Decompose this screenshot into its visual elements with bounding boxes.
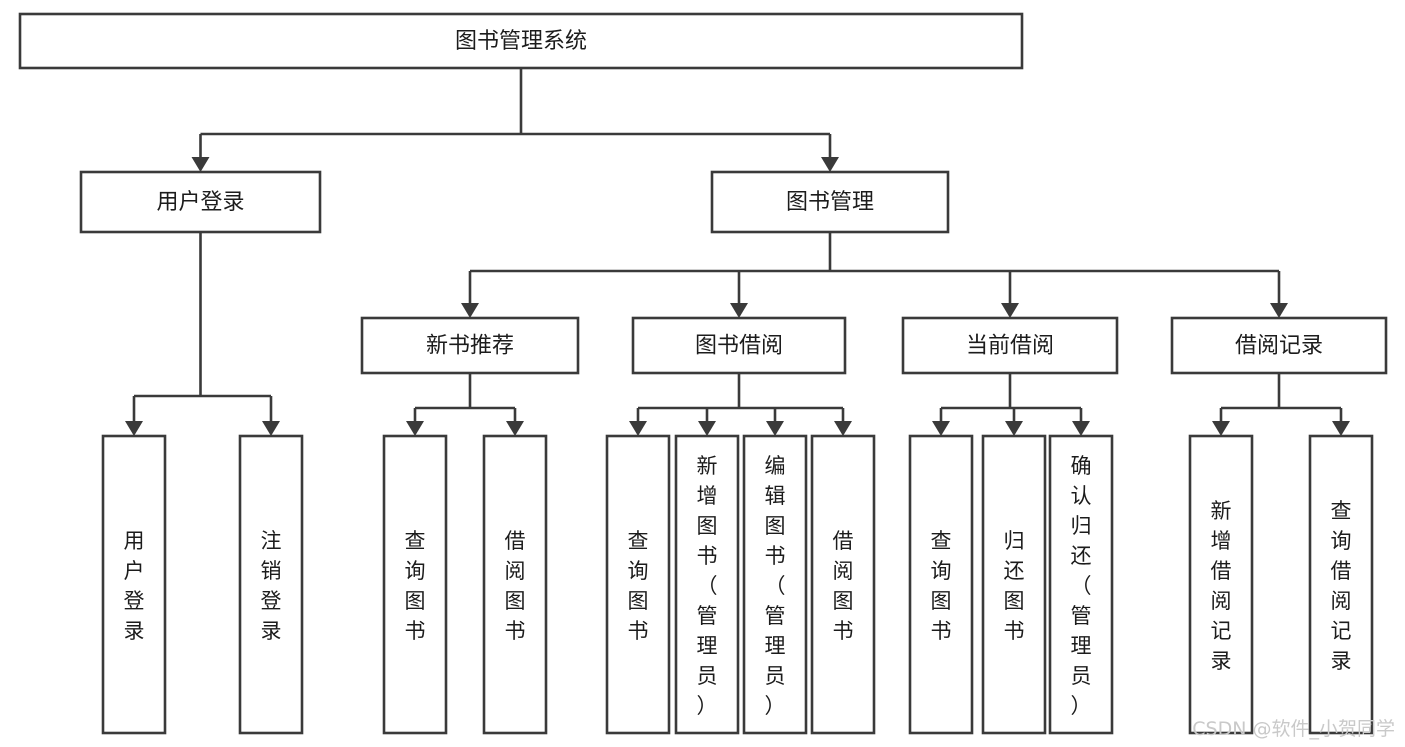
- node-box: [238, 434, 304, 735]
- node-leaf-2[interactable]: 查询图书: [382, 434, 448, 735]
- node-leaf-8[interactable]: 查询图书: [908, 434, 974, 735]
- node-root[interactable]: 图书管理系统: [18, 12, 1024, 70]
- node-leaf-5[interactable]: 新增图书（管理员）: [674, 434, 740, 735]
- node-label: 新增借阅记录: [1211, 499, 1232, 673]
- node-leaf-6[interactable]: 编辑图书（管理员）: [742, 434, 808, 735]
- arrow-head-icon: [1005, 421, 1023, 436]
- node-leaf-11[interactable]: 新增借阅记录: [1188, 434, 1254, 735]
- node-box: [674, 434, 740, 735]
- node-box: [1048, 434, 1114, 735]
- node-level3-1[interactable]: 图书借阅: [631, 316, 847, 375]
- node-leaf-12[interactable]: 查询借阅记录: [1308, 434, 1374, 735]
- node-box: [101, 434, 167, 735]
- arrow-head-icon: [406, 421, 424, 436]
- node-leaf-7[interactable]: 借阅图书: [810, 434, 876, 735]
- node-leaf-9[interactable]: 归还图书: [981, 434, 1047, 735]
- csdn-watermark: CSDN @软件_小贺同学: [1192, 718, 1395, 740]
- node-label: 注销登录: [261, 529, 282, 643]
- node-label: 图书管理: [786, 190, 874, 215]
- node-box: [605, 434, 671, 735]
- arrow-head-icon: [821, 157, 839, 172]
- node-box: [360, 316, 580, 375]
- node-box: [901, 316, 1119, 375]
- node-level3-0[interactable]: 新书推荐: [360, 316, 580, 375]
- arrow-head-icon: [1072, 421, 1090, 436]
- node-label: 用户登录: [156, 190, 244, 215]
- node-box: [382, 434, 448, 735]
- arrow-head-icon: [125, 421, 143, 436]
- node-label: 查询借阅记录: [1331, 499, 1352, 673]
- arrow-head-icon: [191, 157, 210, 172]
- node-label: 新书推荐: [426, 334, 514, 359]
- arrow-head-icon: [629, 421, 647, 436]
- node-label: 用户登录: [124, 529, 145, 643]
- node-box: [810, 434, 876, 735]
- arrow-head-icon: [1212, 421, 1230, 436]
- arrow-head-icon: [1332, 421, 1350, 436]
- node-label: 新增图书（管理员）: [697, 454, 718, 718]
- node-label: 图书借阅: [695, 334, 783, 359]
- node-label: 查询图书: [628, 529, 649, 643]
- arrow-head-icon: [834, 421, 852, 436]
- arrow-head-icon: [698, 421, 716, 436]
- node-label: 当前借阅: [966, 334, 1054, 359]
- arrow-head-icon: [932, 421, 950, 436]
- node-level2-1[interactable]: 图书管理: [710, 170, 950, 234]
- node-box: [1308, 434, 1374, 735]
- node-box: [742, 434, 808, 735]
- node-label: 借阅记录: [1235, 334, 1323, 359]
- node-box: [1188, 434, 1254, 735]
- node-level3-3[interactable]: 借阅记录: [1170, 316, 1388, 375]
- node-box: [1170, 316, 1388, 375]
- node-box: [631, 316, 847, 375]
- arrow-head-icon: [1270, 303, 1288, 318]
- node-box: [482, 434, 548, 735]
- node-box: [710, 170, 950, 234]
- node-box: [79, 170, 322, 234]
- arrow-head-icon: [766, 421, 784, 436]
- node-leaf-10[interactable]: 确认归还（管理员）: [1048, 434, 1114, 735]
- node-box: [981, 434, 1047, 735]
- node-label: 借阅图书: [505, 529, 526, 643]
- arrow-head-icon: [506, 421, 524, 436]
- node-label: 借阅图书: [833, 529, 854, 643]
- node-level2-0[interactable]: 用户登录: [79, 170, 322, 234]
- node-box: [18, 12, 1024, 70]
- node-leaf-4[interactable]: 查询图书: [605, 434, 671, 735]
- node-leaf-0[interactable]: 用户登录: [101, 434, 167, 735]
- node-label: 图书管理系统: [455, 29, 587, 54]
- node-box: [908, 434, 974, 735]
- node-label: 归还图书: [1004, 529, 1025, 643]
- node-label: 确认归还（管理员）: [1071, 454, 1092, 718]
- node-label: 编辑图书（管理员）: [765, 454, 786, 718]
- arrow-head-icon: [262, 421, 280, 436]
- node-label: 查询图书: [931, 529, 952, 643]
- arrow-head-icon: [461, 303, 479, 318]
- arrow-head-icon: [730, 303, 748, 318]
- node-level3-2[interactable]: 当前借阅: [901, 316, 1119, 375]
- node-label: 查询图书: [405, 529, 426, 643]
- node-leaf-1[interactable]: 注销登录: [238, 434, 304, 735]
- node-leaf-3[interactable]: 借阅图书: [482, 434, 548, 735]
- arrow-head-icon: [1001, 303, 1019, 318]
